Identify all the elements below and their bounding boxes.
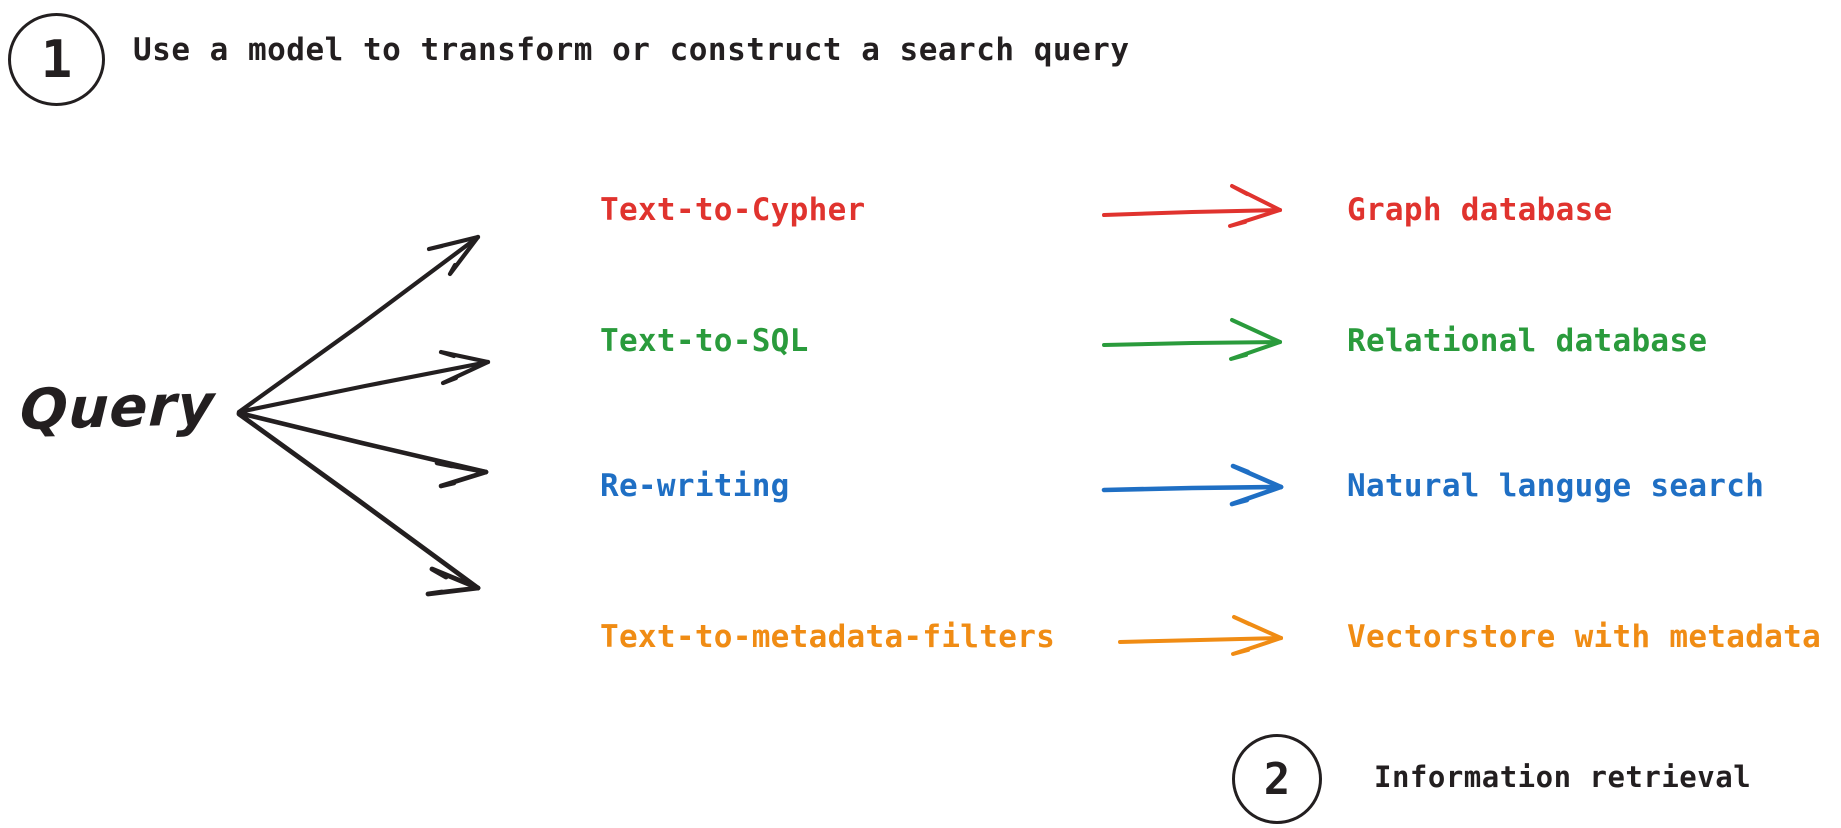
row-arrow-sql: [1102, 318, 1282, 361]
target-label-relational-database: Relational database: [1347, 323, 1708, 359]
fan-arrow-to-sql: [236, 349, 491, 415]
step-1-badge: 1: [8, 13, 105, 106]
query-source-label: Query: [18, 372, 217, 443]
row-arrow-cypher: [1102, 184, 1282, 228]
method-label-text-to-metadata-filters: Text-to-metadata-filters: [600, 619, 1056, 655]
fan-arrow-to-metadata: [236, 411, 481, 597]
step-2-caption: Information retrieval: [1374, 760, 1752, 794]
fan-arrow-group: [236, 234, 491, 597]
row-arrow-rewriting: [1101, 463, 1284, 507]
method-label-re-writing: Re-writing: [600, 468, 790, 504]
target-label-natural-language-search: Natural languge search: [1347, 468, 1765, 504]
row-arrow-metadata: [1118, 615, 1283, 656]
fan-arrow-to-rewriting: [236, 410, 489, 489]
step-1-caption: Use a model to transform or construct a …: [133, 32, 1130, 68]
method-label-text-to-sql: Text-to-SQL: [600, 323, 809, 359]
step-2-badge: 2: [1232, 734, 1322, 824]
target-label-graph-database: Graph database: [1347, 192, 1613, 228]
method-label-text-to-cypher: Text-to-Cypher: [600, 192, 866, 228]
fan-arrow-to-cypher: [236, 234, 481, 415]
target-label-vectorstore-with-metadata: Vectorstore with metadata: [1347, 619, 1822, 655]
